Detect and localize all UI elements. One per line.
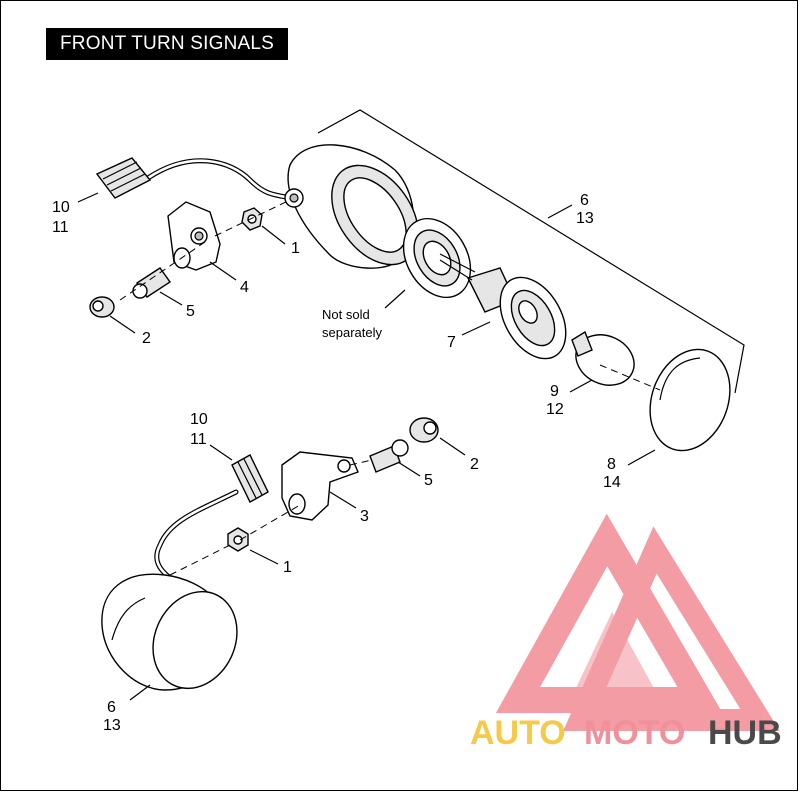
watermark-logo	[495, 513, 780, 731]
callout-13-upper: 13	[576, 210, 594, 227]
bulb-socket	[439, 253, 567, 360]
callout-8: 8	[607, 456, 616, 473]
watermark-wordmark: AUTO MOTO HUB	[470, 714, 782, 752]
socket-gasket	[402, 217, 472, 299]
leader-lines-lower	[129, 437, 466, 701]
callout-bracket-6-13	[317, 109, 745, 394]
wire-connector-upper	[95, 157, 295, 201]
callout-5-lower: 5	[424, 472, 433, 489]
callout-13-lower: 13	[103, 717, 121, 734]
callout-2-upper: 2	[142, 330, 151, 347]
callout-9: 9	[550, 383, 559, 400]
wordmark-hub: HUB	[708, 714, 782, 752]
stud-upper	[132, 267, 171, 299]
stud-lower	[369, 439, 409, 473]
wordmark-moto: MOTO	[584, 714, 685, 752]
callout-1-lower: 1	[283, 559, 292, 576]
acorn-nut-lower	[409, 417, 439, 443]
callout-3: 3	[360, 508, 369, 525]
callout-6-lower: 6	[107, 699, 116, 716]
callout-5-upper: 5	[186, 303, 195, 320]
note-line-2: separately	[322, 325, 382, 340]
hex-nut-upper	[241, 207, 263, 231]
wire-connector-lower	[154, 454, 269, 581]
callout-11-lower: 11	[190, 431, 207, 448]
mount-bracket-upper	[167, 201, 221, 271]
callout-14: 14	[603, 474, 621, 491]
callout-2-lower: 2	[470, 456, 479, 473]
callout-1-upper: 1	[291, 240, 300, 257]
lens	[649, 348, 731, 452]
leader-lines-upper	[77, 192, 656, 466]
callout-12: 12	[546, 401, 564, 418]
wordmark-auto: AUTO	[470, 714, 566, 752]
callout-6-upper: 6	[580, 192, 589, 209]
bulb	[571, 330, 635, 386]
callout-10-lower: 10	[190, 411, 208, 428]
mount-bracket-lower	[281, 451, 359, 521]
hex-nut-lower	[227, 527, 249, 552]
callout-7: 7	[447, 334, 456, 351]
callout-10-upper: 10	[52, 199, 70, 216]
assembly-line-lower-c	[349, 459, 373, 466]
callout-4: 4	[240, 279, 249, 296]
page-title: FRONT TURN SIGNALS	[46, 28, 289, 60]
acorn-nut-upper	[89, 296, 115, 318]
assembly-line-lower-b	[169, 544, 231, 576]
note-line-1: Not sold	[322, 307, 370, 322]
callout-11-upper: 11	[52, 219, 69, 236]
assembly-line-upper-a	[119, 241, 206, 301]
assembly-line-upper-c	[599, 364, 661, 391]
lamp-housing-lower	[101, 573, 238, 691]
assembly-line-upper-b	[214, 199, 291, 237]
